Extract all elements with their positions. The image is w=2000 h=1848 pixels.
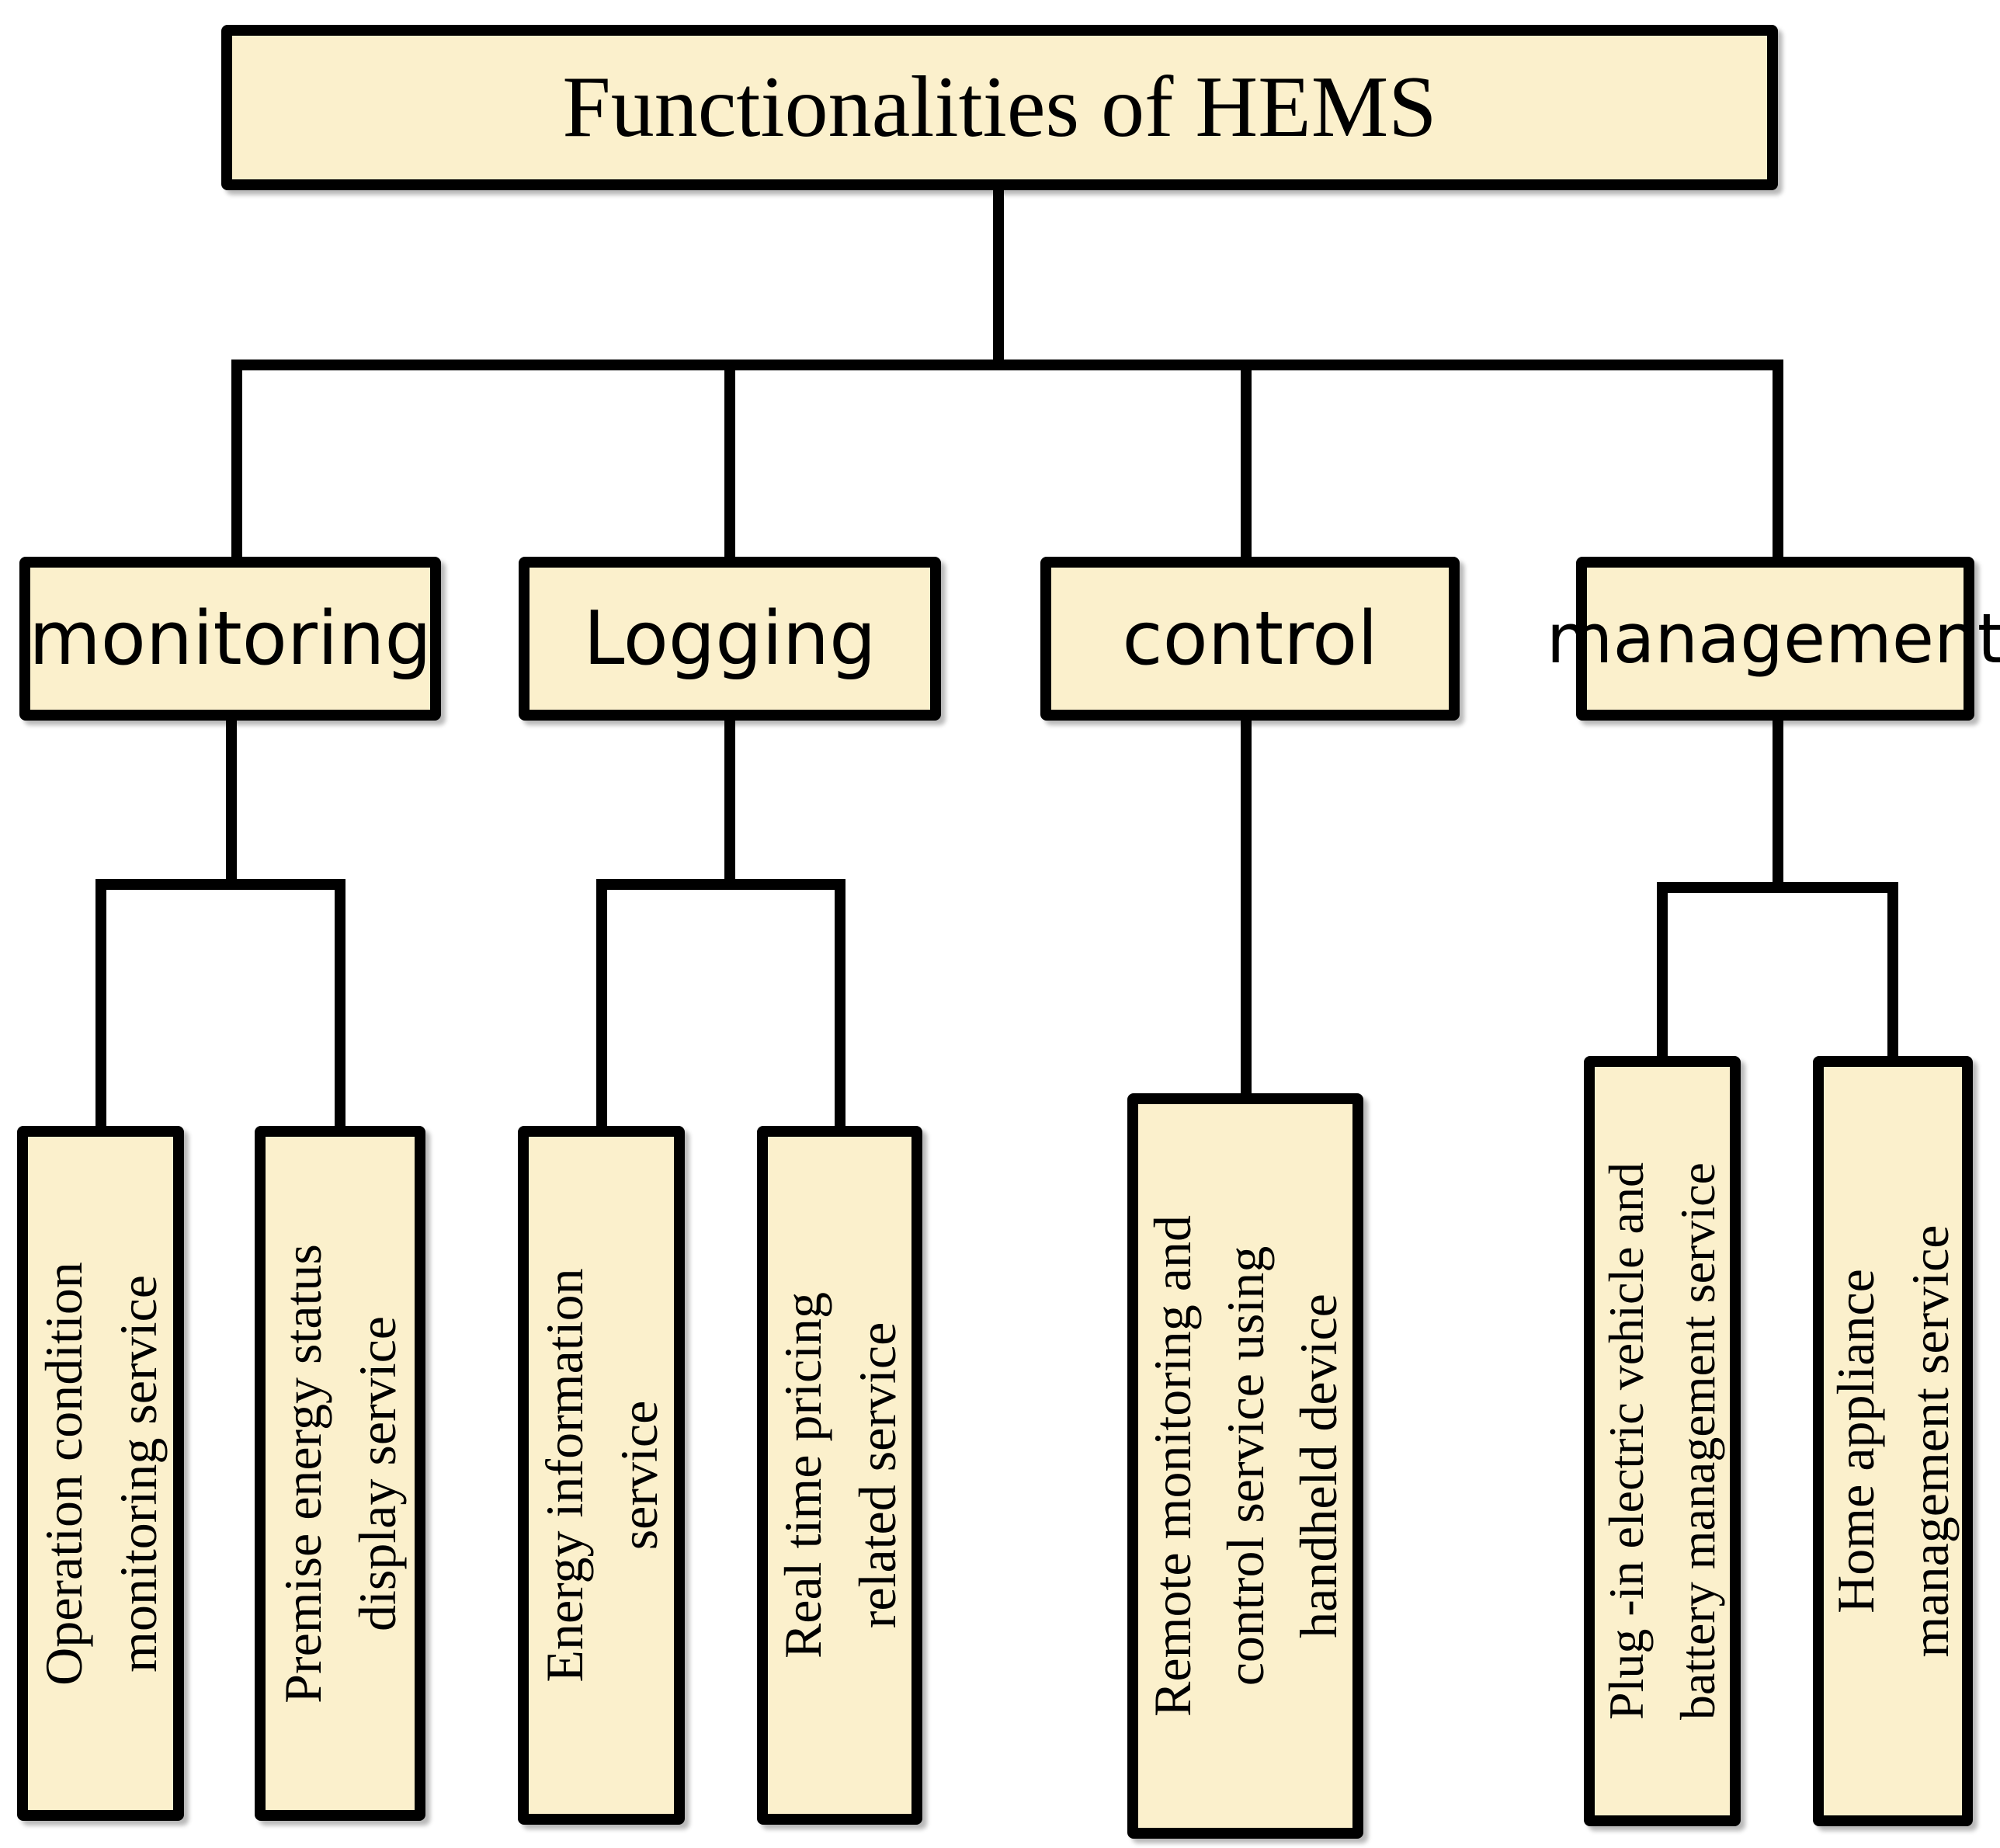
leaf-energy-information-service: Energy information service [518,1126,685,1825]
management-label: management [1546,599,2000,679]
node-management: management [1547,557,2000,721]
leaf-premise-energy-status-display-service: Premise energy status display service [255,1126,425,1821]
node-monitoring: monitoring [19,557,441,721]
leaf-3-line-1: Energy information [534,1268,594,1683]
leaf-7-text: Home appliance management service [1818,1225,1967,1658]
root-label: Functionalities of HEMS [562,59,1437,155]
leaf-2-line-1: Premise energy status [273,1243,332,1704]
leaf-7-line-2: management service [1901,1224,1960,1658]
leaf-5-line-2: control service using [1216,1245,1275,1686]
leaf-7-line-1: Home appliance [1826,1269,1885,1614]
leaf-3-text: Energy information service [527,1268,676,1682]
leaf-real-time-pricing-related-service: Real time pricing related service [757,1126,922,1825]
leaf-4-text: Real time pricing related service [766,1292,915,1659]
logging-label: Logging [583,596,877,682]
leaf-2-line-2: display service [348,1315,407,1631]
leaf-2-text: Premise energy status display service [266,1244,415,1704]
leaf-4-line-2: related service [847,1322,907,1629]
leaf-5-text: Remote monitoring and control service us… [1136,1215,1355,1717]
leaf-5-line-1: Remote monitoring and [1143,1215,1202,1717]
node-root-functionalities-of-hems: Functionalities of HEMS [221,25,1778,190]
control-label: control [1122,596,1378,682]
leaf-1-line-1: Operation condition [33,1261,93,1686]
leaf-operation-condition-monitoring-service: Operation condition monitoring service [17,1126,184,1821]
leaf-remote-monitoring-control-handheld-device: Remote monitoring and control service us… [1127,1093,1363,1839]
monitoring-label: monitoring [29,596,432,682]
leaf-1-line-2: monitoring service [108,1274,168,1673]
leaf-6-line-2: battery management service [1670,1162,1725,1720]
leaf-1-text: Operation condition monitoring service [26,1262,175,1686]
node-control: control [1040,557,1460,721]
leaf-6-text: Plug -in electric vehicle and battery ma… [1591,1162,1734,1720]
leaf-5-line-3: handheld device [1289,1294,1348,1638]
leaf-4-line-1: Real time pricing [773,1291,832,1659]
leaf-6-line-1: Plug -in electric vehicle and [1599,1162,1654,1720]
leaf-3-line-2: service [609,1400,668,1551]
leaf-plug-in-ev-battery-management-service: Plug -in electric vehicle and battery ma… [1584,1056,1741,1826]
node-logging: Logging [519,557,941,721]
leaf-home-appliance-management-service: Home appliance management service [1813,1056,1973,1826]
